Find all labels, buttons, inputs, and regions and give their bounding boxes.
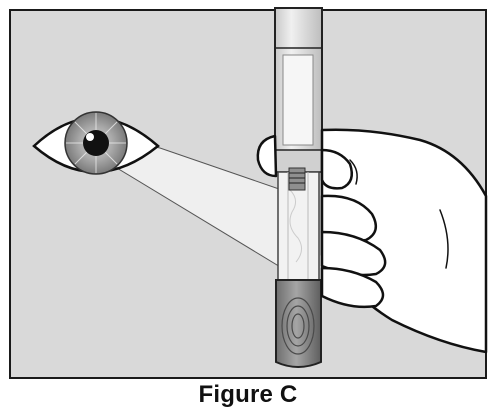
pen-injector-icon (274, 7, 323, 368)
hand-icon (256, 128, 488, 354)
eye-icon (32, 111, 160, 175)
figure-caption: Figure C (198, 381, 298, 408)
pupil (83, 130, 109, 156)
figure-illustration (9, 7, 488, 379)
